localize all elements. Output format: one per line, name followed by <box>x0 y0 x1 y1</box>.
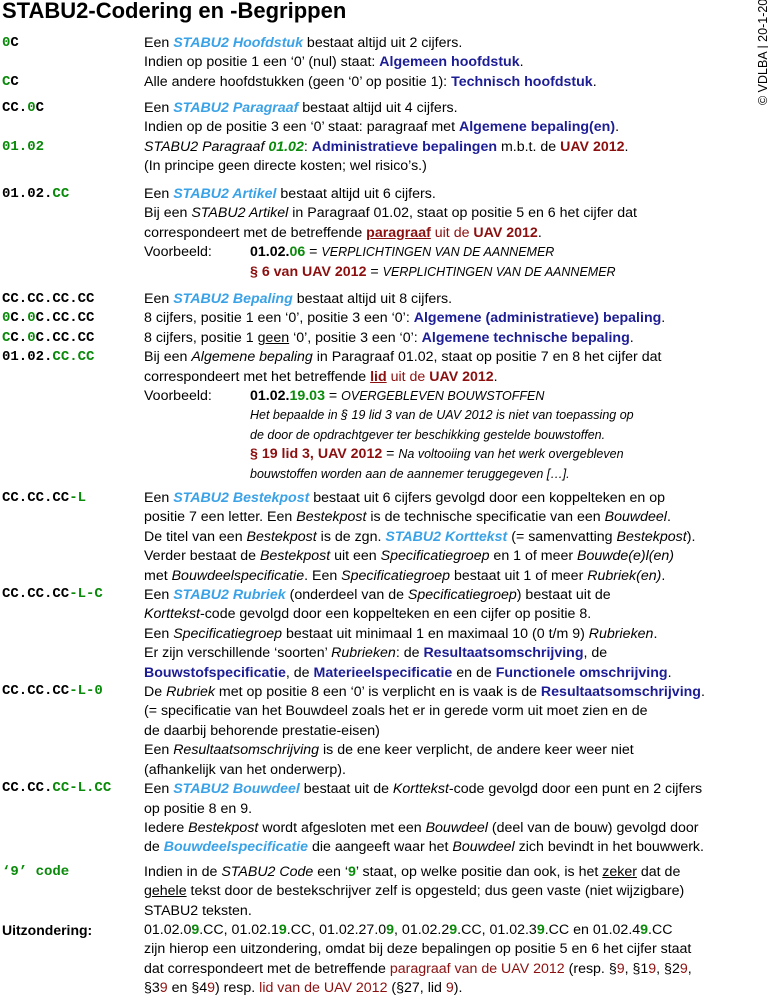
page-title: STABU2-Codering en -Begrippen <box>2 0 347 23</box>
code-rubriek-0: CC.CC.CC-L-0 <box>2 683 103 699</box>
bepaling-description: Een STABU2 Bepaling bestaat altijd uit 8… <box>144 291 666 481</box>
code-bepaling: CC.CC.CC.CC <box>2 291 95 307</box>
code-technische-bepaling: CC.0C.CC.CC <box>2 330 95 346</box>
code-artikel: 01.02.CC <box>2 186 70 202</box>
bestekpost-description: Een STABU2 Bestekpost bestaat uit 6 cijf… <box>144 490 705 856</box>
code-bouwdeel: CC.CC.CC-L.CC <box>2 780 112 796</box>
code-algemene-bepaling: 0C.0C.CC.CC <box>2 310 95 326</box>
uitzondering-description: 01.02.09.CC, 01.02.19.CC, 01.02.27.09, 0… <box>144 922 692 997</box>
9-code-description: Indien in de STABU2 Code een ‘9’ staat, … <box>144 864 685 919</box>
code-01-02: 01.02 <box>2 139 45 155</box>
code-rubriek: CC.CC.CC-L-C <box>2 586 103 602</box>
code-technisch-hoofdstuk: CC <box>2 74 19 90</box>
artikel-description: Een STABU2 Artikel bestaat altijd uit 6 … <box>144 186 637 280</box>
code-algemeen-hoofdstuk: 0C <box>2 35 19 51</box>
code-bestekpost: CC.CC.CC-L <box>2 490 87 506</box>
code-01-02-bepaling: 01.02.CC.CC <box>2 349 95 365</box>
paragraaf-description: Een STABU2 Paragraaf bestaat altijd uit … <box>144 100 629 175</box>
label-uitzondering: Uitzondering: <box>2 922 93 938</box>
hoofdstuk-description: Een STABU2 Hoofdstuk bestaat altijd uit … <box>144 35 597 90</box>
code-9: ‘9’ code <box>2 864 70 880</box>
code-paragraaf: CC.0C <box>2 100 45 116</box>
